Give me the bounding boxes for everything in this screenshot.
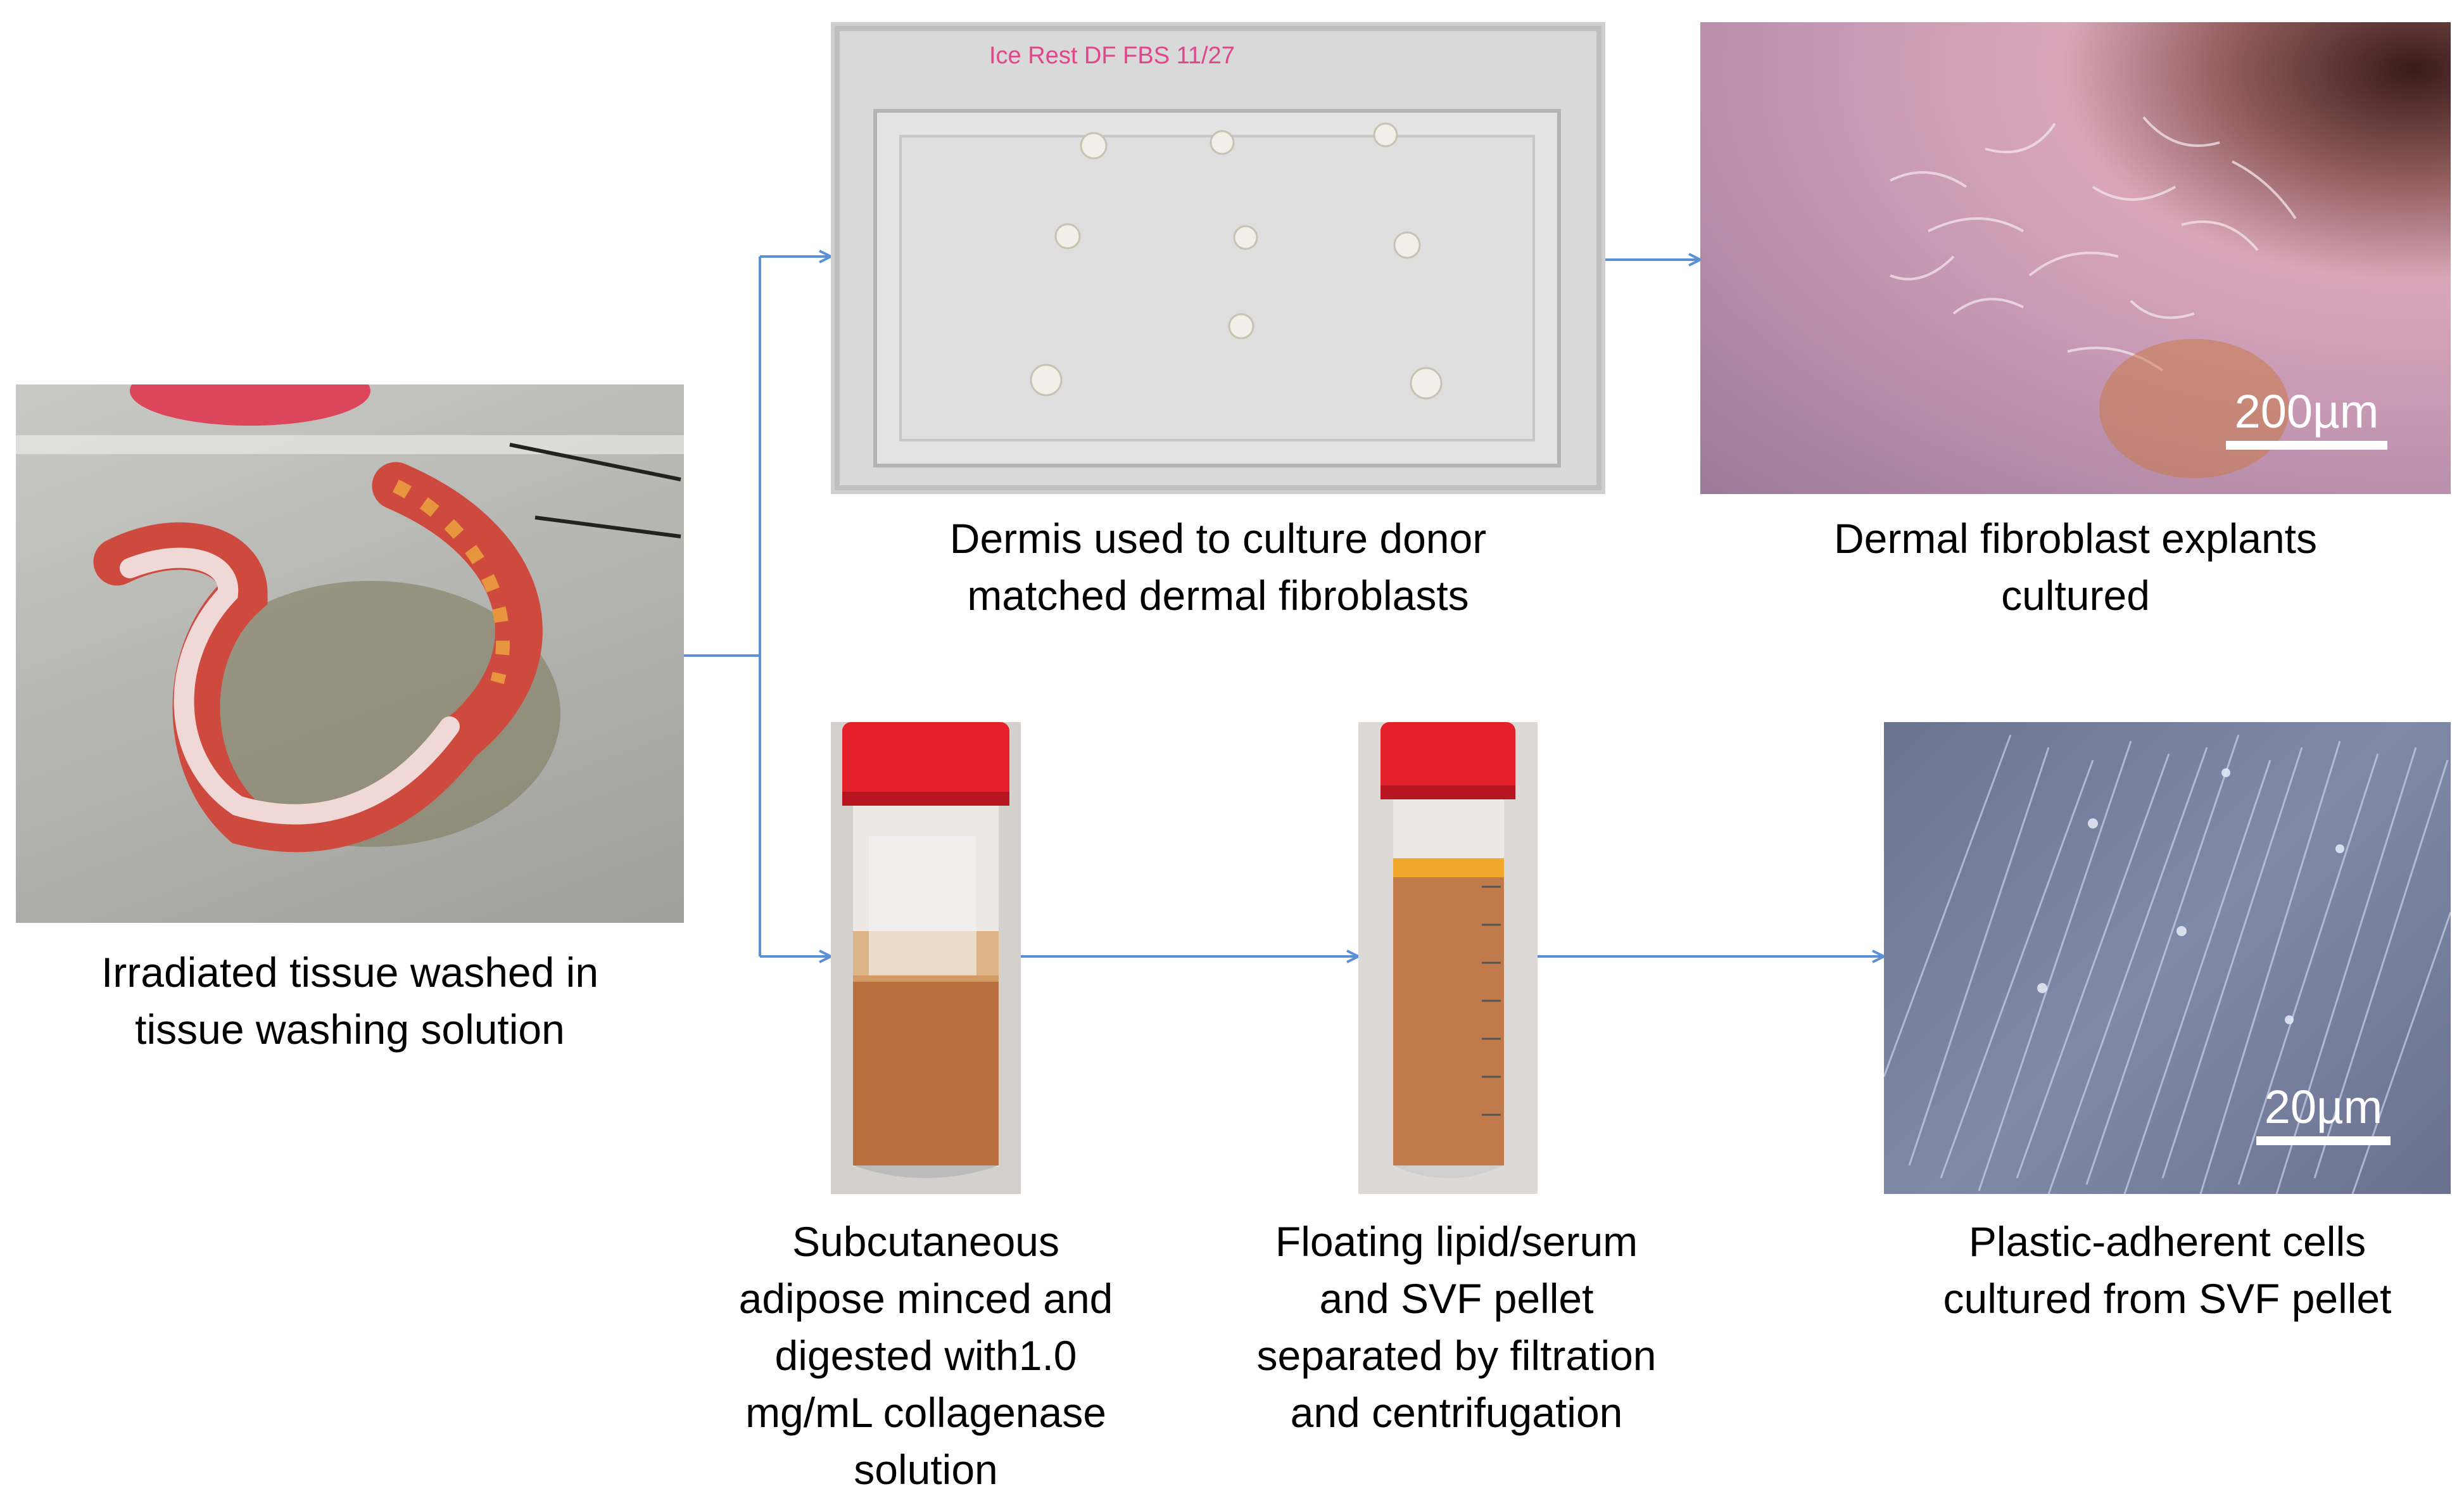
tissue-piece: [1228, 313, 1254, 340]
tissue-piece: [1233, 225, 1258, 250]
plastic-adherent-micrograph: 20µm: [1884, 722, 2451, 1194]
tissue-piece: [1210, 130, 1235, 155]
fibroblast-scale-bar: 200µm: [2226, 386, 2387, 450]
scale-bar-line: [2256, 1136, 2391, 1145]
svf-tube-photo: [1358, 722, 1538, 1194]
fibroblast-scale-label: 200µm: [2234, 385, 2379, 438]
fibroblast-micrograph: 200µm: [1700, 22, 2451, 494]
tissue-piece: [1410, 367, 1443, 400]
floating-caption: Floating lipid/serum and SVF pellet sepa…: [1256, 1218, 1657, 1436]
irradiated-tissue-caption: Irradiated tissue washed in tissue washi…: [101, 949, 599, 1053]
adipose-caption: Subcutaneous adipose minced and digested…: [738, 1218, 1113, 1493]
dish-label: Ice Rest DF FBS 11/27: [989, 42, 1235, 69]
dermis-caption: Dermis used to culture donor matched der…: [949, 515, 1487, 619]
tissue-piece: [1393, 231, 1421, 259]
tissue-piece: [1080, 132, 1108, 160]
plastic-scale-bar: 20µm: [2256, 1082, 2391, 1145]
tissue-piece: [1054, 223, 1081, 250]
dermis-dish-photo: Ice Rest DF FBS 11/27: [831, 22, 1605, 494]
plastic-caption: Plastic-adherent cells cultured from SVF…: [1943, 1218, 2392, 1322]
tissue-piece: [1373, 122, 1398, 148]
tissue-piece: [1030, 364, 1063, 397]
scale-bar-line: [2226, 441, 2387, 450]
irradiated-tissue-photo: [16, 384, 684, 923]
plastic-scale-label: 20µm: [2264, 1081, 2383, 1133]
adipose-tube-photo: [831, 722, 1021, 1194]
fibroblast-caption: Dermal fibroblast explants cultured: [1834, 515, 2317, 619]
